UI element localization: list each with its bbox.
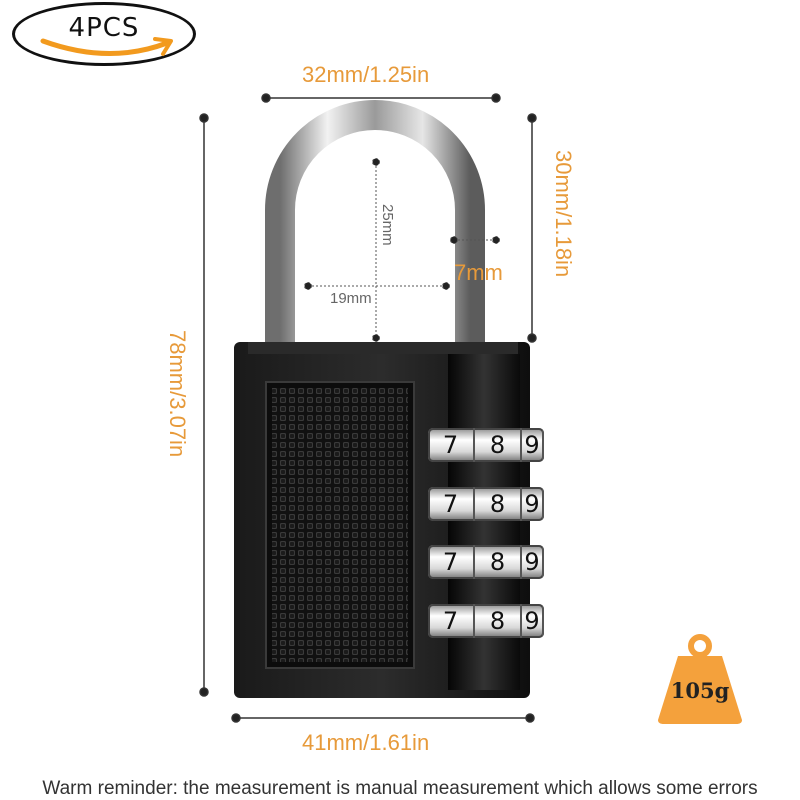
dial-digit: 8 bbox=[475, 604, 522, 638]
dial-digit: 8 bbox=[475, 487, 522, 521]
weight-badge: 105g bbox=[656, 632, 744, 724]
measurement-reminder: Warm reminder: the measurement is manual… bbox=[42, 778, 758, 799]
quantity-badge: 4PCS bbox=[12, 2, 196, 66]
shackle-height-label: 30mm/1.18in bbox=[551, 150, 576, 278]
body-width-label: 41mm/1.61in bbox=[302, 730, 430, 755]
dial-digit: 7 bbox=[428, 487, 475, 521]
dial-digit: 8 bbox=[475, 545, 522, 579]
top-width-label: 32mm/1.25in bbox=[302, 62, 430, 87]
dial-digit: 9 bbox=[522, 428, 544, 462]
dial-digit: 9 bbox=[522, 545, 544, 579]
inner-width-label: 19mm bbox=[330, 290, 372, 307]
weight-icon bbox=[658, 634, 742, 724]
dial-digit: 9 bbox=[522, 487, 544, 521]
shackle-thickness-label: 7mm bbox=[454, 260, 503, 285]
dial-digit: 7 bbox=[428, 604, 475, 638]
quantity-text: 4PCS bbox=[68, 13, 140, 43]
smile-arrow-icon bbox=[40, 37, 173, 56]
total-height-label: 78mm/3.07in bbox=[165, 330, 190, 458]
dial-digit: 8 bbox=[475, 428, 522, 462]
dial-digit: 7 bbox=[428, 545, 475, 579]
shackle bbox=[265, 100, 485, 345]
dial-digit: 9 bbox=[522, 604, 544, 638]
dial-digit: 7 bbox=[428, 428, 475, 462]
weight-text: 105g bbox=[670, 678, 730, 703]
inner-height-label: 25mm bbox=[379, 204, 396, 246]
